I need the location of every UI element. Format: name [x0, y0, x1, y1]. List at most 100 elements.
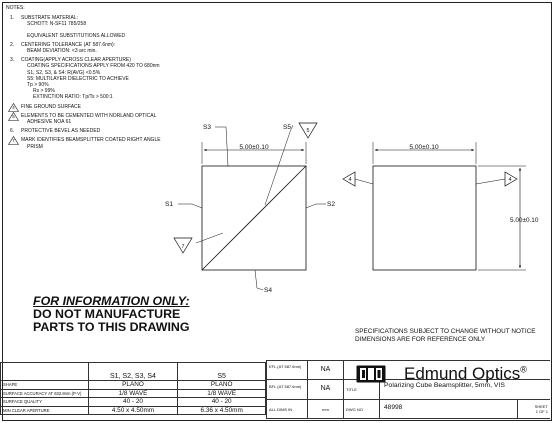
note-line: PRISM: [27, 143, 43, 150]
disclaimer-line-2: DO NOT MANUFACTURE: [33, 307, 181, 321]
spec-notice-line-1: SPECIFICATIONS SUBJECT TO CHANGE WITHOUT…: [355, 328, 536, 335]
notes-title: NOTES:: [6, 5, 25, 11]
front-width-dimension: 5.00±0.10: [239, 144, 269, 151]
spec-row-value-s1-s4: 1/8 WAVE: [87, 388, 179, 399]
note7-leader: [195, 232, 224, 244]
spec-table-header-blank: [0, 362, 89, 381]
note-line: BEAM DEVIATION: <3 arc min.: [27, 48, 97, 55]
specification-notice: SPECIFICATIONS SUBJECT TO CHANGE WITHOUT…: [355, 328, 536, 344]
spec-row-value-s5: 6.36 x 4.50mm: [177, 405, 266, 416]
side-view-cube-outline: [372, 165, 477, 271]
all-dims-value: mm: [322, 407, 329, 412]
information-only-disclaimer: FOR INFORMATION ONLY: DO NOT MANUFACTURE…: [33, 295, 190, 334]
sheet-cell: SHEET 1 OF 1: [518, 400, 550, 419]
dwg-label-cell: DWG NO: [344, 400, 380, 419]
drawing-number: 48998: [384, 404, 403, 411]
note-flag-triangle-icon: 5: [8, 111, 19, 121]
sheet-label: SHEET: [534, 404, 548, 409]
brand-name: Edmund Optics®: [404, 364, 527, 384]
note-line: SUBSTRATE MATERIAL:: [21, 15, 79, 22]
dwg-value-cell: 48998: [380, 400, 518, 419]
title-label-cell: TITLE: [344, 380, 380, 400]
dwg-label: DWG NO: [346, 407, 363, 412]
brand-cell: [344, 361, 550, 380]
side-width-dimension: 5.00±0.10: [409, 144, 439, 151]
notes-list: 1.SUBSTRATE MATERIAL:SCHOTT: N-SF11 785/…: [6, 15, 206, 150]
registered-mark-icon: ®: [520, 364, 527, 375]
spec-row-value-s5: PLANO: [177, 380, 266, 390]
bfl-value-cell: NA: [308, 380, 344, 400]
note7-flag-number: 7: [182, 244, 185, 250]
note-line: MARK IDENTIFIES BEAMSPLITTER COATED RIGH…: [21, 137, 161, 144]
s2-leader: [305, 203, 326, 209]
surface-spec-table: S1, S2, S3, S4 S5 SHAPE PLANO PLANO SURF…: [0, 362, 266, 416]
left-face-flag-number: 4: [349, 177, 352, 183]
table-row: SURFACE QUALITY 40 - 20 40 - 20: [0, 397, 266, 407]
s3-leader: [215, 126, 229, 167]
front-view-cube-outline: [201, 165, 307, 271]
title-label: TITLE: [346, 387, 357, 392]
note-line: COATING(APPLY ACROSS CLEAR APERTURE): [21, 57, 131, 64]
list-item: 7 MARK IDENTIFIES BEAMSPLITTER COATED RIG…: [6, 136, 206, 150]
surface-s4-label: S4: [264, 287, 272, 294]
note-line: EQUIVALENT SUBSTITUTIONS ALLOWED: [27, 32, 126, 39]
title-block-top-border: [266, 360, 550, 361]
beamsplitter-diagonal-s5: [201, 165, 307, 271]
side-height-dimension: 5.00±0.10: [510, 217, 539, 224]
note-number: 6.: [10, 128, 15, 135]
bfl-value: NA: [320, 385, 331, 392]
list-item: 3.COATING(APPLY ACROSS CLEAR APERTURE)CO…: [6, 57, 206, 100]
note-line: FINE GROUND SURFACE: [21, 103, 82, 110]
s5-leader: [264, 124, 294, 206]
surface-s3-label: S3: [203, 124, 211, 131]
note-line: SCHOTT: N-SF11 785/258: [27, 21, 87, 28]
efl-label-cell: EFL (AT 587.6nm): [267, 361, 308, 380]
note-line: ADHESIVE NOA 61: [27, 119, 72, 126]
spec-row-label: MIN CLEAR APERTURE: [0, 405, 89, 416]
efl-value-cell: NA: [308, 361, 344, 380]
table-row: SURFACE ACCURACY AT 632.8nm (P-V) 1/8 WA…: [0, 388, 266, 399]
surface-s5-label: S5: [283, 124, 291, 131]
note-flag-number: 5: [12, 113, 15, 119]
notes-block: NOTES: 1.SUBSTRATE MATERIAL:SCHOTT: N-SF…: [6, 5, 206, 153]
spec-row-value-s5: 1/8 WAVE: [177, 388, 266, 399]
right-face-flag-number: 4: [509, 177, 512, 183]
sheet-value: 1 OF 1: [535, 409, 548, 414]
note-line: Tp > 90%: [27, 82, 49, 89]
drawing-title: Polarizing Cube Beamsplitter, 5mm, VIS: [384, 382, 505, 389]
left-face-flag-leader: [354, 178, 374, 185]
note-line: S5: MULTILAYER DIELECTRIC TO ACHIEVE: [27, 75, 129, 82]
note-number: 2.: [10, 41, 15, 48]
bfl-label-cell: BFL (AT 587.6nm): [267, 380, 308, 400]
table-row: MIN CLEAR APERTURE 4.50 x 4.50mm 6.36 x …: [0, 405, 266, 416]
note-flag-number: 7: [12, 138, 15, 144]
spec-table-header-s5: S5: [177, 362, 266, 381]
all-dims-value-cell: mm: [308, 400, 344, 419]
spec-notice-line-2: DIMENSIONS ARE FOR REFERENCE ONLY: [355, 336, 486, 343]
s4-leader: [254, 269, 264, 291]
spec-row-value-s5: 40 - 20: [177, 397, 266, 407]
note-flag-triangle-icon: 4: [8, 102, 19, 112]
disclaimer-line-1: FOR INFORMATION ONLY:: [33, 294, 190, 308]
spec-row-value-s1-s4: PLANO: [87, 380, 179, 390]
brand-text: Edmund Optics: [404, 364, 521, 383]
list-item: 1.SUBSTRATE MATERIAL:SCHOTT: N-SF11 785/…: [6, 15, 206, 39]
note-line: S1, S2, S3, & S4: R(AVG) <0.5%: [27, 69, 101, 76]
efl-label: EFL (AT 587.6nm): [269, 364, 302, 369]
list-item: 4 FINE GROUND SURFACE: [6, 102, 206, 112]
list-item: 6. PROTECTIVE BEVEL AS NEEDED: [6, 128, 206, 134]
right-face-flag-leader: [475, 178, 506, 185]
note-flag-number: 4: [12, 104, 15, 110]
table-row: SHAPE PLANO PLANO: [0, 380, 266, 390]
note-line: EXTINCTION RATIO: Tp/Ts > 500:1: [33, 94, 113, 101]
disclaimer-line-3: PARTS TO THIS DRAWING: [33, 320, 190, 334]
note-line: Rs > 99%: [33, 88, 55, 95]
efl-value: NA: [320, 366, 331, 373]
surface-s2-label: S2: [327, 201, 335, 208]
note-line: PROTECTIVE BEVEL AS NEEDED: [21, 128, 101, 135]
all-dims-label: ALL DIMS IN: [269, 407, 293, 412]
note-number: 3.: [10, 57, 15, 64]
